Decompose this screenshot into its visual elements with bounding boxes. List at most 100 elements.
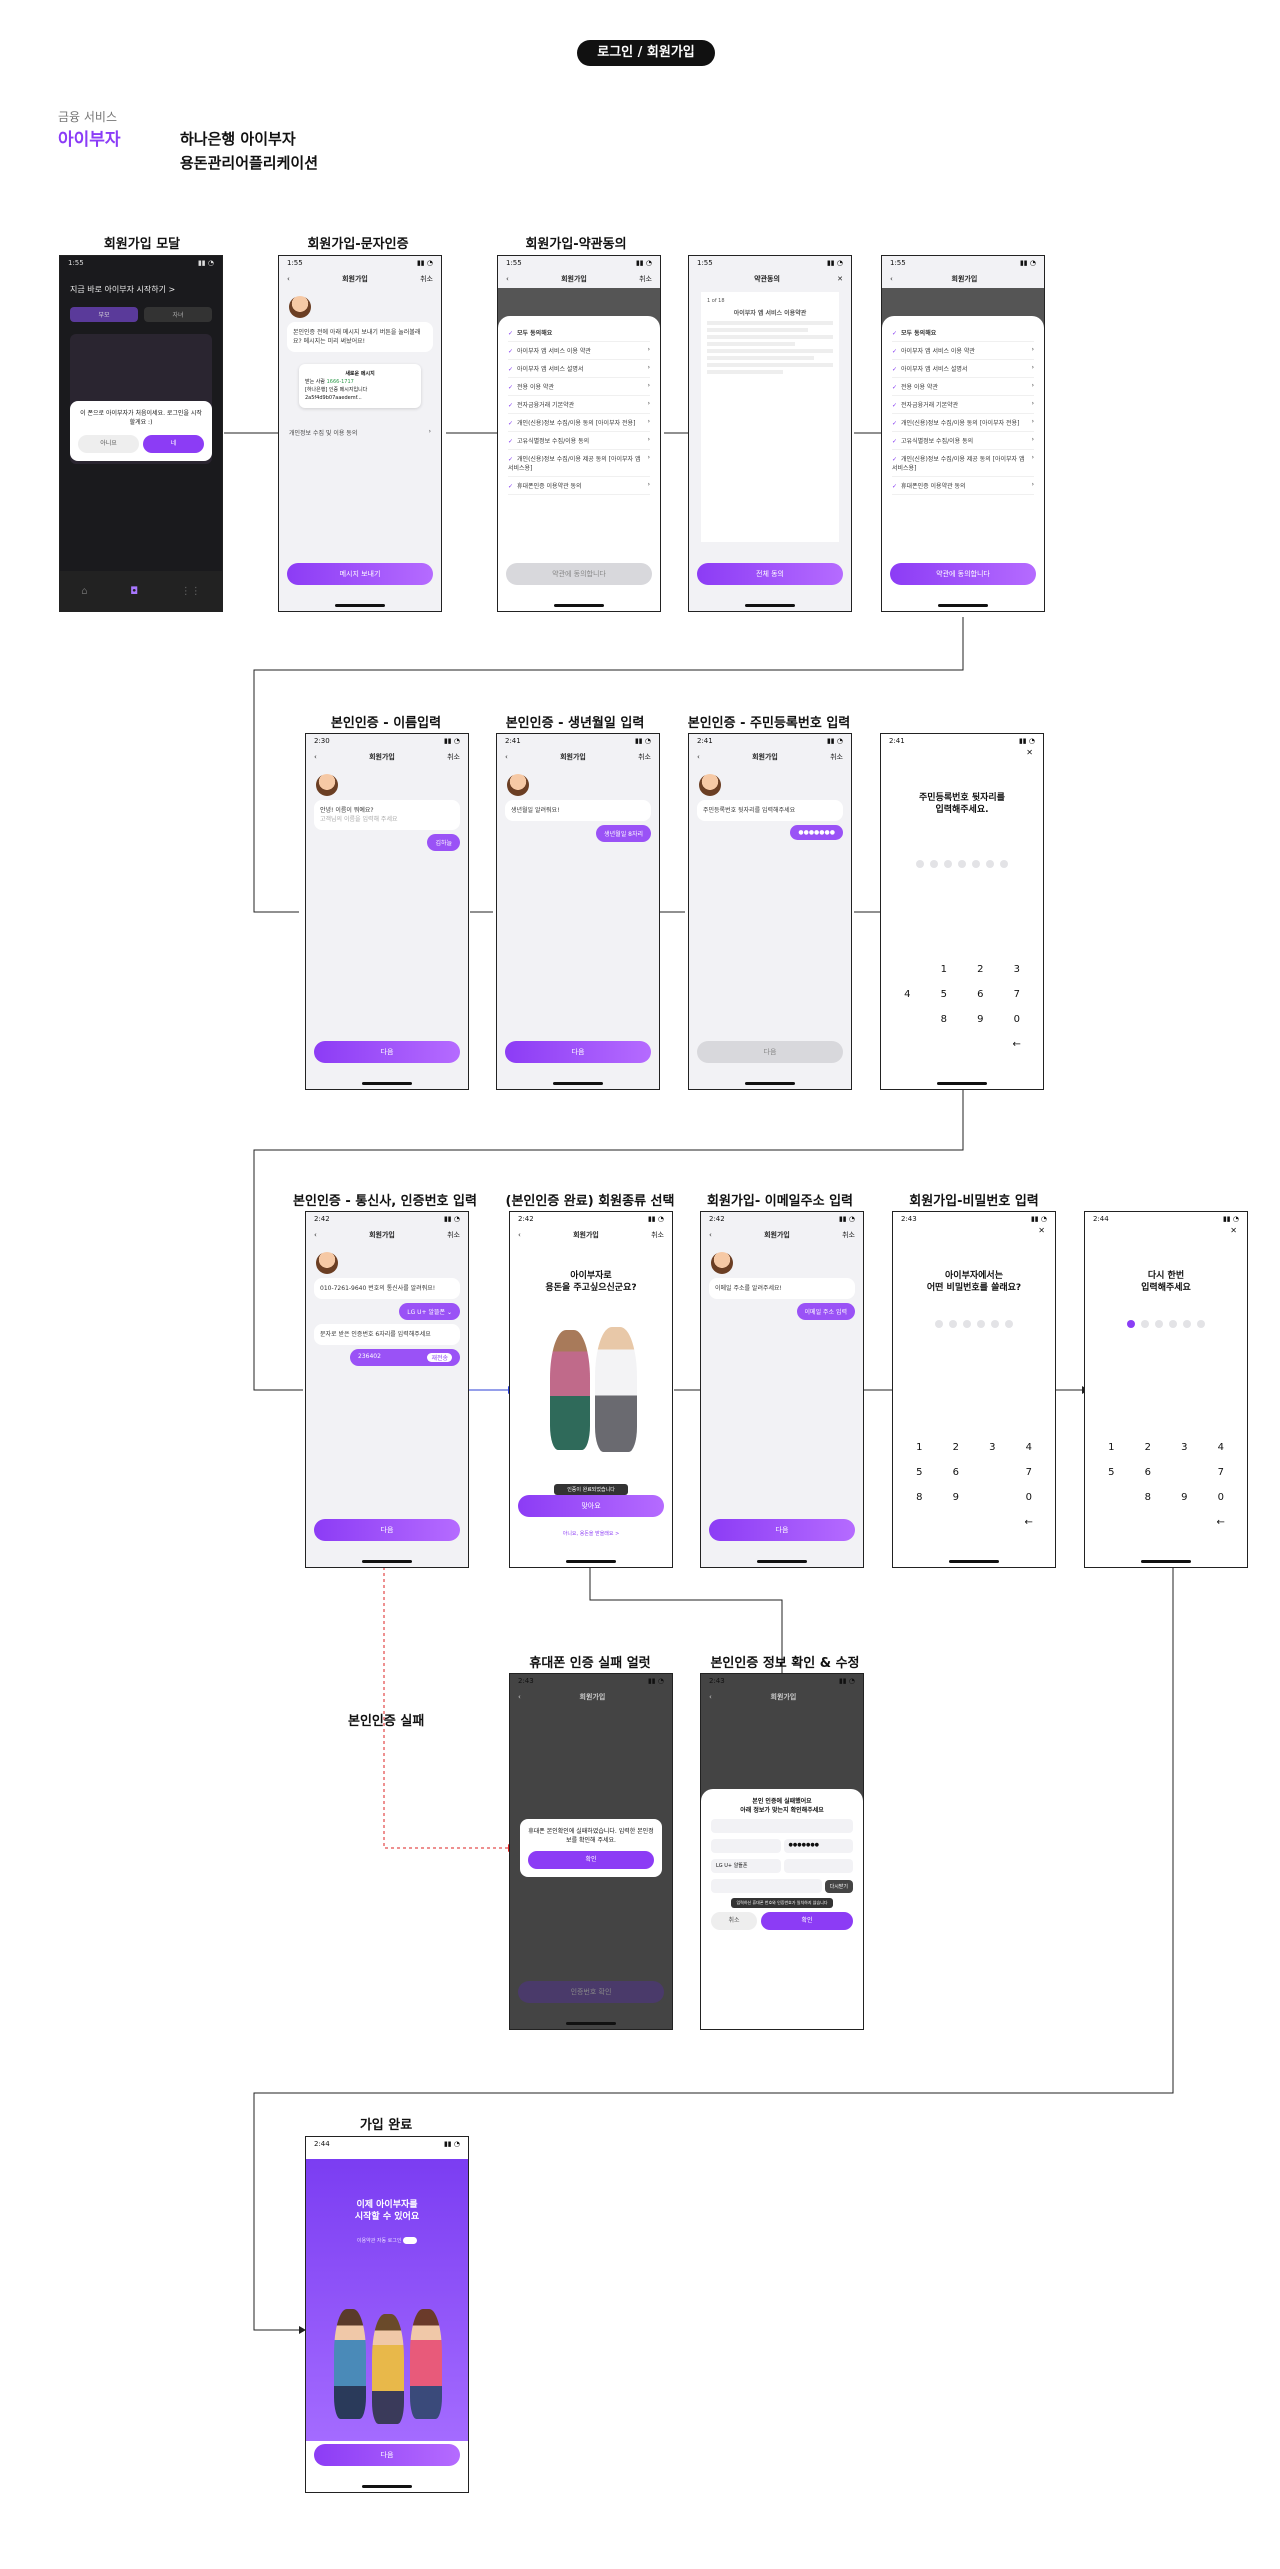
agree-button[interactable]: 약관에 동의합니다 xyxy=(890,563,1036,585)
terms-item[interactable]: ✓모두 동의해요 xyxy=(508,324,650,342)
auto-login-toggle-row[interactable]: 이용약관 자동 로그인 xyxy=(306,2237,468,2244)
birth-field[interactable] xyxy=(711,1839,781,1853)
resend-button[interactable]: 재전송 xyxy=(427,1353,452,1362)
key[interactable]: 3 xyxy=(1181,1442,1188,1453)
back-icon[interactable]: ‹ xyxy=(506,275,509,283)
terms-row[interactable]: 개인정보 수집 및 이용 동의› xyxy=(279,420,441,445)
resend-button[interactable]: 다시받기 xyxy=(824,1879,853,1893)
terms-item[interactable]: ✓아이부자 앱 서비스 이용 약관› xyxy=(892,342,1034,360)
key[interactable]: 6 xyxy=(977,989,984,1000)
verify-code-button[interactable]: 인증번호 확인 xyxy=(518,1981,664,2003)
phone-field[interactable] xyxy=(783,1859,853,1873)
terms-item[interactable]: ✓모두 동의해요 xyxy=(892,324,1034,342)
terms-item[interactable]: ✓개인(신용)정보 수집/이용 동의 [아이부자 전용]› xyxy=(892,414,1034,432)
key[interactable]: 6 xyxy=(1144,1467,1151,1478)
key[interactable]: 1 xyxy=(1108,1442,1115,1453)
agree-button-disabled[interactable]: 약관에 동의합니다 xyxy=(506,563,652,585)
birth-answer[interactable]: 생년월일 8자리 xyxy=(596,825,651,842)
key[interactable]: 8 xyxy=(916,1492,923,1503)
menu-icon[interactable]: ⋮⋮ xyxy=(180,585,201,597)
name-field[interactable] xyxy=(711,1819,853,1833)
terms-item[interactable]: ✓휴대폰인증 이용약관 동의› xyxy=(508,477,650,495)
terms-item[interactable]: ✓전용 이용 약관› xyxy=(508,378,650,396)
terms-item[interactable]: ✓전자금융거래 기본약관› xyxy=(508,396,650,414)
terms-item[interactable]: ✓아이부자 앱 서비스 설명서› xyxy=(892,360,1034,378)
rrn-answer[interactable]: ●●●●●●● xyxy=(790,825,843,840)
cancel-button[interactable]: 취소 xyxy=(711,1912,757,1930)
close-icon[interactable]: ✕ xyxy=(1230,1226,1237,1235)
cancel-link[interactable]: 취소 xyxy=(447,1231,460,1239)
key[interactable]: 0 xyxy=(1025,1492,1032,1503)
key[interactable]: 8 xyxy=(1144,1492,1151,1503)
key[interactable]: 1 xyxy=(940,964,947,975)
key[interactable]: 4 xyxy=(1217,1442,1224,1453)
terms-item[interactable]: ✓전용 이용 약관› xyxy=(892,378,1034,396)
toggle-switch[interactable] xyxy=(403,2237,418,2244)
confirm-button[interactable]: 확인 xyxy=(761,1912,853,1930)
terms-item[interactable]: ✓휴대폰인증 이용약관 동의› xyxy=(892,477,1034,495)
tab-child[interactable]: 자녀 xyxy=(144,307,212,322)
cancel-link[interactable]: 취소 xyxy=(842,1231,855,1239)
backspace-key[interactable]: ← xyxy=(1216,1517,1225,1528)
back-icon[interactable]: ‹ xyxy=(505,753,508,761)
back-icon[interactable]: ‹ xyxy=(890,275,893,283)
key[interactable]: 9 xyxy=(1181,1492,1188,1503)
back-icon[interactable]: ‹ xyxy=(314,1231,317,1239)
terms-document[interactable]: 1 of 18 아이부자 앱 서비스 이용약관 xyxy=(701,292,839,542)
no-button[interactable]: 아니요 xyxy=(78,435,139,453)
rrn-field[interactable]: ●●●●●●● xyxy=(783,1839,853,1853)
terms-item[interactable]: ✓고유식별정보 수집/이용 동의› xyxy=(508,432,650,450)
name-answer[interactable]: 김하늘 xyxy=(427,834,460,851)
key[interactable]: 6 xyxy=(952,1467,959,1478)
tab-parent[interactable]: 부모 xyxy=(70,307,138,322)
key[interactable]: 4 xyxy=(1025,1442,1032,1453)
back-icon[interactable]: ‹ xyxy=(709,1693,712,1701)
next-button-disabled[interactable]: 다음 xyxy=(697,1041,843,1063)
terms-item[interactable]: ✓개인(신용)정보 수집/이용 제공 동의 [아이부자 앱 서비스용]› xyxy=(508,450,650,477)
terms-item[interactable]: ✓고유식별정보 수집/이용 동의› xyxy=(892,432,1034,450)
home-icon[interactable]: ⌂ xyxy=(81,585,88,597)
back-icon[interactable]: ‹ xyxy=(518,1693,521,1701)
back-icon[interactable]: ‹ xyxy=(697,753,700,761)
carrier-field[interactable]: LG U+ 알뜰폰 xyxy=(711,1859,781,1873)
next-button[interactable]: 다음 xyxy=(505,1041,651,1063)
key[interactable]: 3 xyxy=(1013,964,1020,975)
bank-icon[interactable]: ◘ xyxy=(130,585,139,597)
code-field[interactable] xyxy=(711,1879,822,1893)
key[interactable]: 8 xyxy=(940,1014,947,1025)
next-button[interactable]: 다음 xyxy=(314,1041,460,1063)
send-message-button[interactable]: 메시지 보내기 xyxy=(287,563,433,585)
agree-all-button[interactable]: 전체 동의 xyxy=(697,563,843,585)
back-icon[interactable]: ‹ xyxy=(709,1231,712,1239)
key[interactable]: 4 xyxy=(904,989,911,1000)
cancel-link[interactable]: 취소 xyxy=(651,1231,664,1239)
next-button[interactable]: 다음 xyxy=(314,2444,460,2466)
key[interactable]: 9 xyxy=(977,1014,984,1025)
key[interactable]: 1 xyxy=(916,1442,923,1453)
terms-item[interactable]: ✓아이부자 앱 서비스 설명서› xyxy=(508,360,650,378)
back-icon[interactable]: ‹ xyxy=(314,753,317,761)
yes-button[interactable]: 맞아요 xyxy=(518,1495,664,1517)
email-answer[interactable]: 이메일 주소 입력 xyxy=(796,1303,855,1320)
next-button[interactable]: 다음 xyxy=(314,1519,460,1541)
carrier-select[interactable]: LG U+ 알뜰폰 ⌄ xyxy=(399,1303,460,1320)
key[interactable]: 7 xyxy=(1217,1467,1224,1478)
next-button[interactable]: 다음 xyxy=(709,1519,855,1541)
backspace-key[interactable]: ← xyxy=(1024,1517,1033,1528)
key[interactable]: 9 xyxy=(952,1492,959,1503)
back-icon[interactable]: ‹ xyxy=(287,275,290,283)
key[interactable]: 5 xyxy=(940,989,947,1000)
close-icon[interactable]: ✕ xyxy=(1026,748,1033,757)
cancel-link[interactable]: 취소 xyxy=(639,275,652,283)
key[interactable]: 7 xyxy=(1013,989,1020,1000)
cancel-link[interactable]: 취소 xyxy=(447,753,460,761)
back-icon[interactable]: ‹ xyxy=(518,1231,521,1239)
key[interactable]: 2 xyxy=(952,1442,959,1453)
yes-button[interactable]: 네 xyxy=(143,435,204,453)
backspace-key[interactable]: ← xyxy=(1012,1039,1021,1050)
terms-item[interactable]: ✓아이부자 앱 서비스 이용 약관› xyxy=(508,342,650,360)
key[interactable]: 0 xyxy=(1013,1014,1020,1025)
key[interactable]: 0 xyxy=(1217,1492,1224,1503)
key[interactable]: 2 xyxy=(1144,1442,1151,1453)
